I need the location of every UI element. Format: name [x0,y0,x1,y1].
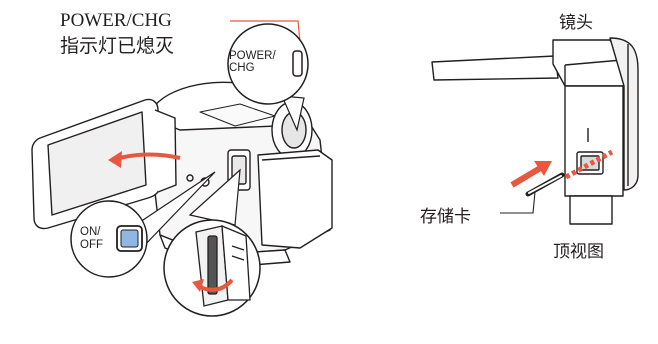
onoff-callout-line2: OFF [80,239,103,251]
card-guide-dash [564,149,614,180]
slot-open-arrowhead [192,279,204,292]
top-view-label: 顶视图 [553,242,604,261]
onoff-callout-text: ON/ OFF [80,226,103,252]
power-leader-line [230,20,301,43]
onoff-callout-circle [70,200,148,278]
power-callout-line1: POWER/ [229,50,276,62]
insert-arrow-shaft [510,164,544,188]
power-indicator-lamp [292,50,303,77]
memory-card-inner [528,175,562,194]
lens-label: 镜头 [559,13,593,32]
memory-card-leader-line [500,191,536,214]
onoff-callout-line1: ON/ [80,226,101,238]
power-callout-connector [281,95,305,132]
memory-card-label: 存储卡 [420,207,471,226]
slot-detail [195,224,251,307]
power-callout-text: POWER/ CHG [229,50,276,74]
power-callout-line2: CHG [229,62,255,74]
rotate-lcd-arrowhead [108,151,122,168]
top-view-illustration [431,37,639,225]
power-chg-label: POWER/CHG [60,10,172,31]
insert-arrowhead [534,161,552,176]
power-indicator-off-note: 指示灯已熄灭 [60,36,175,57]
power-callout-circle [227,23,309,105]
onoff-button-face [120,229,139,248]
